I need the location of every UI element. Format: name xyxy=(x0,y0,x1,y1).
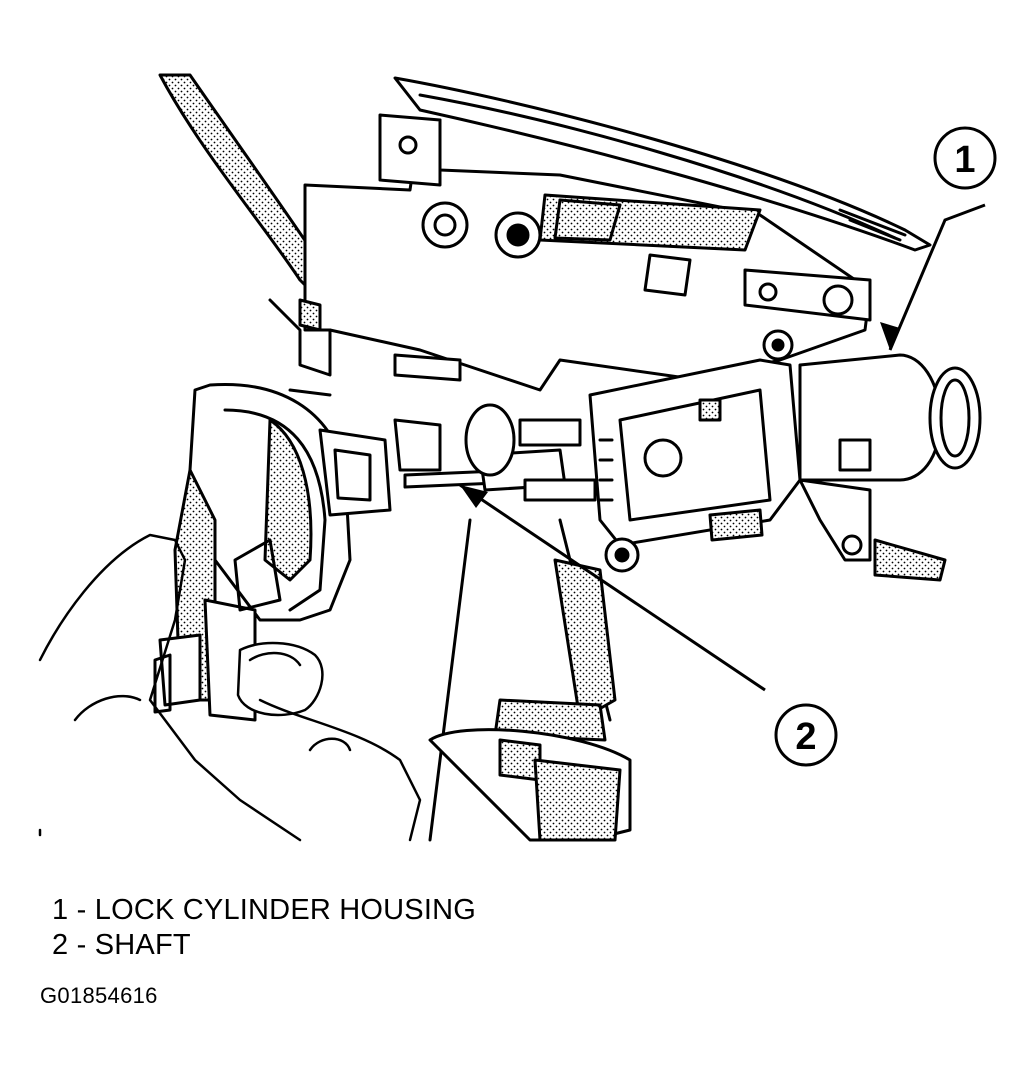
callout-1-number: 1 xyxy=(954,139,975,181)
leader-arrowheads xyxy=(460,322,900,508)
shaft xyxy=(393,353,597,502)
legend-item-2-number: 2 xyxy=(52,929,69,961)
figure-id: G01854616 xyxy=(40,983,158,1008)
callout-1-circle xyxy=(933,126,997,190)
steering-wheel-trim xyxy=(393,76,932,252)
column-tube xyxy=(428,518,632,842)
legend-item-2-separator: - xyxy=(76,929,87,961)
legend-item-1-text: LOCK CYLINDER HOUSING xyxy=(94,894,477,926)
legend-item-1: 1 - LOCK CYLINDER HOUSING xyxy=(52,893,476,928)
legend: 1 - LOCK CYLINDER HOUSING 2 - SHAFT xyxy=(52,893,476,963)
callout-leaders xyxy=(459,203,986,692)
legend-item-2-text: SHAFT xyxy=(94,929,191,961)
legend-item-1-number: 1 xyxy=(52,894,69,926)
hand xyxy=(38,533,422,842)
steering-column-illustration: 1 2 xyxy=(38,73,997,842)
callout-1: 1 xyxy=(933,126,997,190)
legend-item-2: 2 - SHAFT xyxy=(52,928,476,963)
callout-2-circle xyxy=(774,703,838,767)
column-bracket xyxy=(268,113,872,397)
legend-item-1-separator: - xyxy=(76,894,87,926)
lock-cylinder-housing xyxy=(588,329,982,582)
callout-2-number: 2 xyxy=(795,716,816,758)
callout-2: 2 xyxy=(774,703,838,767)
